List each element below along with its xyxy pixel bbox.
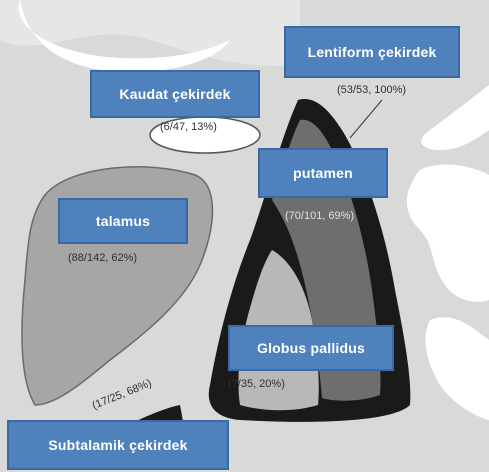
caudate-label: Kaudat çekirdek xyxy=(90,70,260,118)
thalamus-stat: (88/142, 62%) xyxy=(68,252,137,264)
caudate-stat: (6/47, 13%) xyxy=(160,121,217,133)
lentiform-stat: (53/53, 100%) xyxy=(337,84,406,96)
globus-pallidus-stat: (7/35, 20%) xyxy=(228,378,285,390)
thalamus-label: talamus xyxy=(58,198,188,244)
subthalamic-label: Subtalamik çekirdek xyxy=(7,420,229,470)
lentiform-label: Lentiform çekirdek xyxy=(284,26,460,78)
putamen-stat: (70/101, 69%) xyxy=(285,210,354,222)
globus-pallidus-label: Globus pallidus xyxy=(228,325,394,371)
putamen-label: putamen xyxy=(258,148,388,198)
